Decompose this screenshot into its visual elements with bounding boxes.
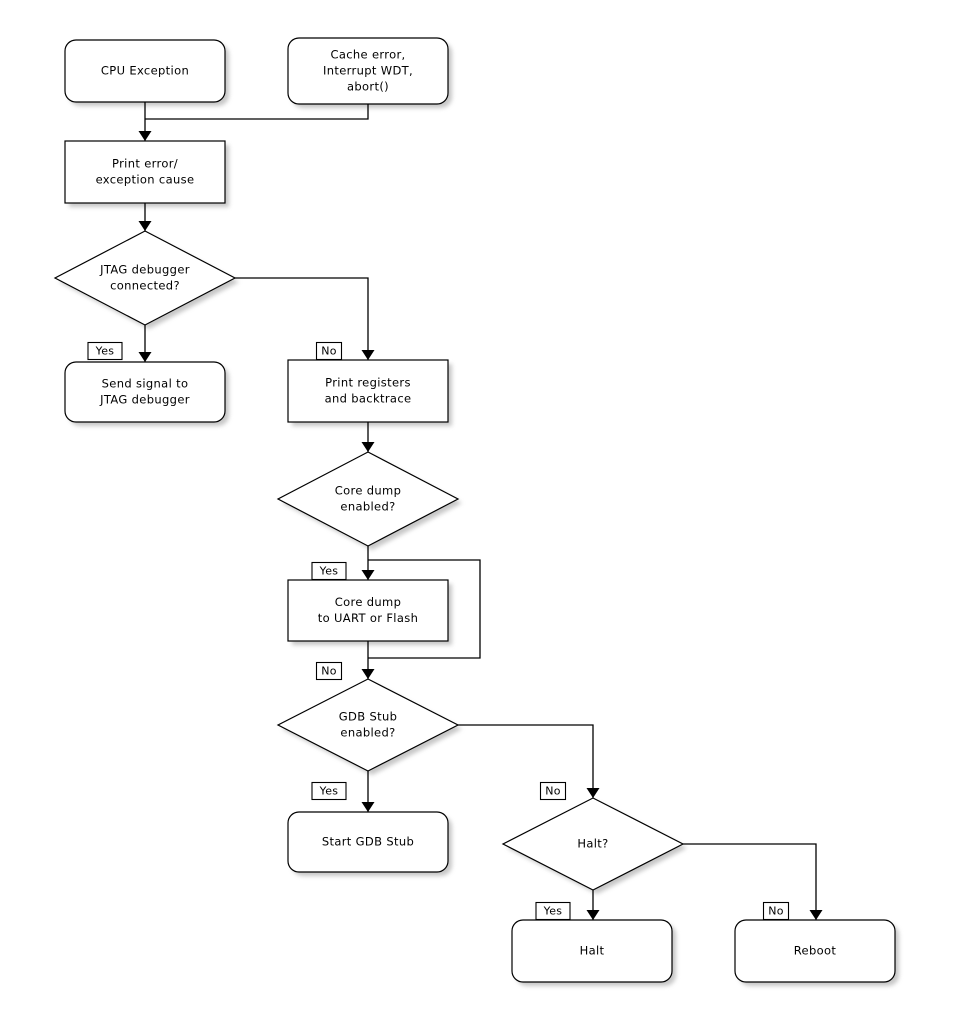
node-halt-decision[interactable]	[501, 797, 685, 891]
edge-e-cache-to-print	[145, 104, 369, 120]
edge-arrowhead	[809, 910, 823, 920]
node-print-registers[interactable]	[287, 359, 449, 423]
node-cpu-exception[interactable]	[64, 39, 226, 103]
node-layer: CPU Exception Cache error, Interrupt WDT, a…	[53, 37, 896, 983]
node-print-error[interactable]	[64, 140, 226, 204]
edge-label-box-e-halt-no	[762, 901, 790, 921]
node-label-jtag-connected: connected?	[110, 279, 180, 293]
edge-arrowhead	[138, 352, 152, 362]
node-label-print-registers: and backtrace	[325, 392, 412, 406]
edge-label-box-e-jtag-no	[315, 341, 343, 361]
node-gdb-stub-enabled[interactable]	[276, 678, 460, 772]
edge-label-e-jtag-no: No	[321, 345, 337, 358]
edge-label-e-jtag-yes: Yes	[95, 345, 115, 358]
node-label-gdb-stub-enabled: GDB Stub	[339, 710, 398, 724]
edge-arrowhead	[361, 442, 375, 452]
node-label-print-error: exception cause	[96, 173, 195, 187]
node-label-core-dump-enabled: enabled?	[340, 500, 395, 514]
node-label-print-error: Print error/	[112, 157, 178, 171]
node-label-print-registers: Print registers	[325, 376, 411, 390]
edge-arrowhead	[138, 131, 152, 141]
edge-arrowhead	[361, 350, 375, 360]
node-label-send-signal: Send signal to	[102, 377, 189, 391]
edge-arrowhead	[138, 221, 152, 231]
node-label-start-gdb-stub: Start GDB Stub	[322, 835, 414, 849]
edge-arrowhead	[361, 802, 375, 812]
node-label-jtag-connected: JTAG debugger	[99, 263, 190, 277]
node-label-core-dump-output: Core dump	[335, 595, 402, 609]
edge-label-box-e-coredump-yes	[311, 561, 347, 581]
node-label-send-signal: JTAG debugger	[99, 393, 190, 407]
edge-layer	[138, 102, 823, 920]
edge-arrowhead	[361, 570, 375, 580]
node-jtag-connected[interactable]	[53, 230, 237, 326]
node-start-gdb-stub[interactable]	[287, 811, 449, 873]
edge-label-e-gdb-yes: Yes	[319, 785, 339, 798]
node-label-halt: Halt	[580, 944, 605, 958]
node-halt[interactable]	[511, 919, 673, 983]
node-label-cache-error: Interrupt WDT,	[323, 64, 413, 78]
edge-e-halt-no	[683, 843, 817, 920]
edge-e-gdb-no	[458, 724, 594, 798]
edge-label-e-halt-yes: Yes	[543, 905, 563, 918]
edge-label-box-e-halt-yes	[535, 901, 571, 921]
node-label-core-dump-output: to UART or Flash	[318, 611, 418, 625]
node-core-dump-output[interactable]	[287, 579, 449, 642]
edge-label-e-gdb-no: No	[545, 785, 561, 798]
edge-arrowhead	[361, 669, 375, 679]
node-reboot[interactable]	[734, 919, 896, 983]
edge-e-jtag-no	[235, 277, 369, 360]
node-label-cpu-exception: CPU Exception	[101, 64, 189, 78]
node-label-gdb-stub-enabled: enabled?	[340, 726, 395, 740]
edge-label-e-halt-no: No	[768, 905, 784, 918]
edge-label-box-e-jtag-yes	[87, 341, 123, 361]
edge-label-e-coredump-yes: Yes	[319, 565, 339, 578]
edge-label-box-e-gdb-no	[539, 781, 567, 801]
edge-e-coredump-bypass	[368, 559, 481, 659]
edge-arrowhead	[586, 788, 600, 798]
edge-label-e-coredump-to-gdb: No	[321, 665, 337, 678]
node-label-cache-error: Cache error,	[330, 48, 405, 62]
node-label-reboot: Reboot	[794, 944, 837, 958]
node-cache-error[interactable]	[287, 37, 449, 105]
edge-arrowhead	[586, 910, 600, 920]
edge-label-box-e-coredump-to-gdb	[315, 661, 343, 681]
node-send-signal[interactable]	[64, 361, 226, 423]
node-label-cache-error: abort()	[347, 80, 389, 94]
node-label-core-dump-enabled: Core dump	[335, 484, 402, 498]
node-core-dump-enabled[interactable]	[276, 451, 460, 547]
edge-label-box-e-gdb-yes	[311, 781, 347, 801]
node-label-halt-decision: Halt?	[577, 837, 608, 851]
